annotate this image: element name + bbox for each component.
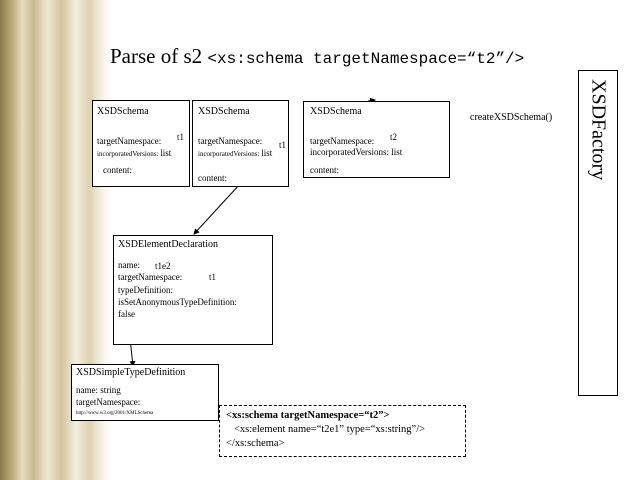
schema-3-inc-label: incorporatedVersions:: [310, 147, 389, 157]
schema-1-inc-value: list: [160, 148, 172, 158]
schema-2-tns-value: t1: [279, 140, 287, 150]
element-decl-tns-label: targetNamespace:: [118, 272, 183, 282]
schema-1-tns-label: targetNamespace:: [97, 136, 162, 146]
create-schema-call: createXSDSchema(): [470, 112, 553, 123]
schema-1-tns-value: t1: [177, 132, 185, 142]
schema-2-heading: XSDSchema: [198, 106, 250, 117]
code-sample: <xs:schema targetNamespace=“t2”> <xs:ele…: [219, 405, 466, 457]
element-decl-typedef-label: typeDefinition:: [118, 285, 173, 295]
simple-type-tns-label: targetNamespace:: [76, 397, 141, 407]
element-declaration-box: XSDElementDeclaration name: t1e2 targetN…: [113, 235, 273, 345]
code-line-2: <xs:element name=“t2e1” type=“xs:string”…: [234, 424, 426, 435]
schema-1-heading: XSDSchema: [97, 106, 149, 117]
schema-2-tns-label: targetNamespace:: [198, 136, 263, 146]
schema-1-inc-label: incorporatedVersions:: [97, 150, 159, 158]
title-code: <xs:schema targetNamespace=“t2”/>: [207, 50, 525, 68]
element-decl-heading: XSDElementDeclaration: [118, 239, 218, 250]
schema-3-inc-value: list: [391, 147, 403, 157]
element-decl-anon-value: false: [118, 309, 135, 319]
element-decl-name-value: t1e2: [155, 261, 171, 271]
schema-3-tns-label: targetNamespace:: [310, 136, 375, 146]
simple-type-tns-value: http://www.w3.org/2001/XMLSchema: [76, 411, 154, 416]
element-decl-anon-label: isSetAnonymousTypeDefinition:: [118, 297, 237, 307]
code-line-3: </xs:schema>: [226, 438, 285, 449]
title-text: Parse of s2: [110, 44, 203, 68]
xsd-factory-box: XSDFactory: [578, 70, 618, 396]
schema-2-content-label: content:: [198, 173, 227, 183]
simple-type-name: name: string: [76, 385, 121, 395]
schema-3-heading: XSDSchema: [310, 106, 362, 117]
arrow-content-to-element: [193, 183, 241, 235]
schema-box-2: XSDSchema targetNamespace: t1 incorporat…: [192, 100, 289, 187]
schema-3-tns-value: t2: [390, 132, 398, 142]
xsd-factory-label: XSDFactory: [587, 79, 610, 181]
schema-2-inc-label: incorporatedVersions:: [198, 150, 260, 158]
schema-box-3: XSDSchema targetNamespace: t2 incorporat…: [303, 101, 450, 178]
element-decl-tns-value: t1: [209, 272, 217, 282]
code-line-1: <xs:schema targetNamespace=“t2”>: [226, 410, 390, 421]
element-decl-name-label: name:: [118, 260, 140, 270]
slide-title: Parse of s2 <xs:schema targetNamespace=“…: [110, 44, 524, 69]
schema-1-content-label: content:: [103, 165, 132, 175]
simple-type-heading: XSDSimpleTypeDefinition: [76, 367, 186, 378]
arrow-factory-to-schema3: [367, 97, 376, 104]
schema-box-1: XSDSchema targetNamespace: t1 incorporat…: [92, 100, 190, 187]
schema-2-inc-value: list: [261, 148, 273, 158]
schema-3-content-label: content:: [310, 165, 339, 175]
simple-type-box: XSDSimpleTypeDefinition name: string tar…: [71, 364, 219, 421]
